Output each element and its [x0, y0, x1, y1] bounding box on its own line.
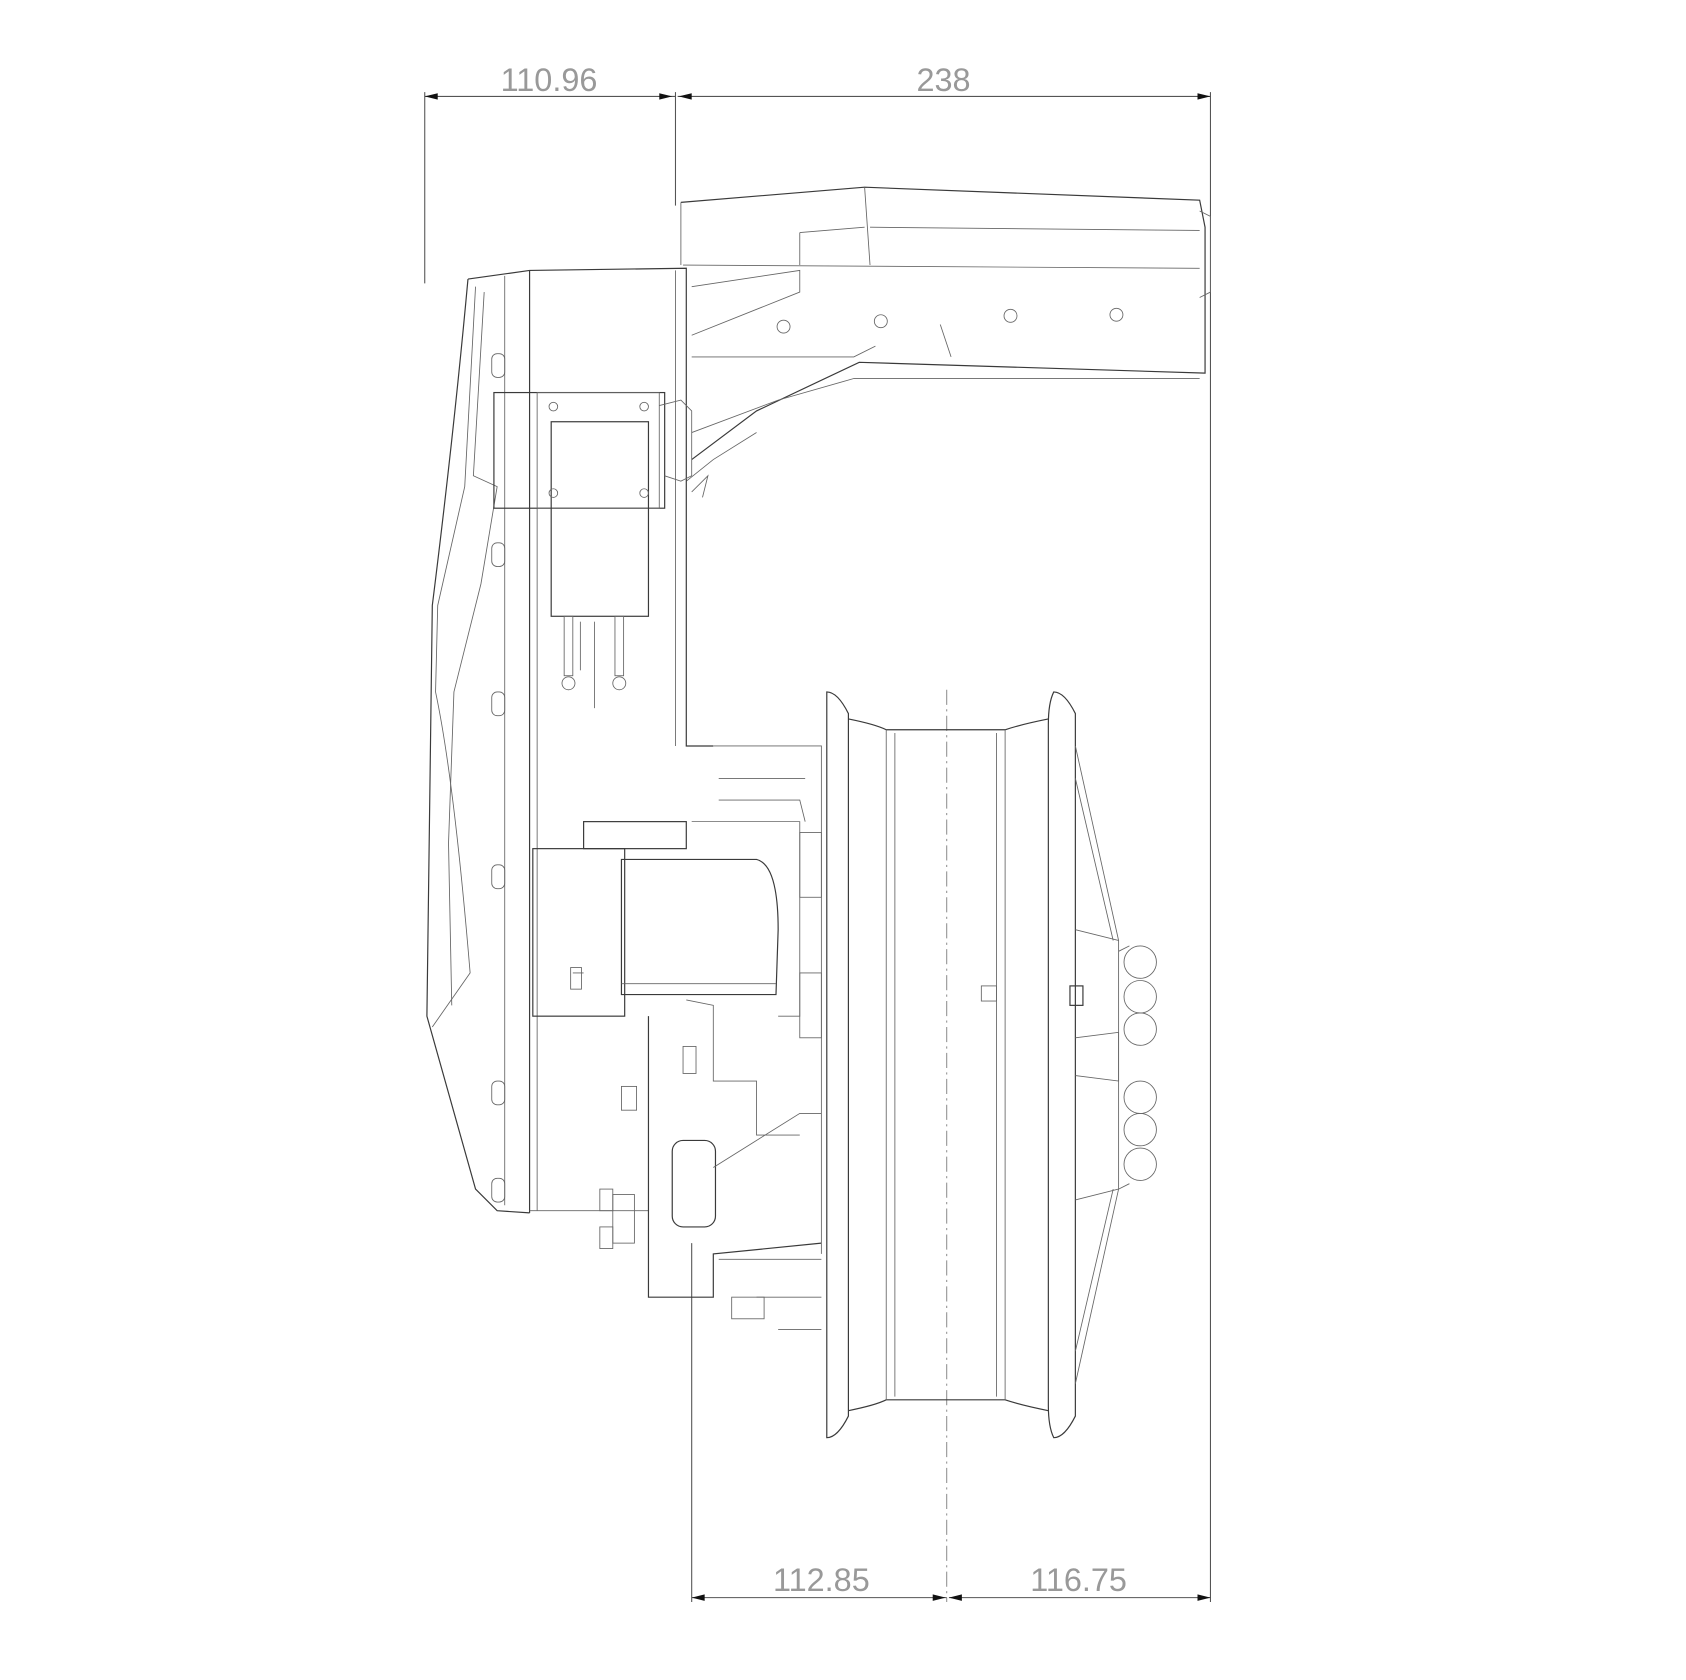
- gear-motor: [532, 821, 822, 1039]
- dimension-label: 112.85: [773, 1562, 870, 1598]
- wheel-rim: [826, 691, 1076, 1439]
- wheel-hub: [1069, 745, 1157, 1384]
- dimension-bottom-right: 116.75: [948, 1562, 1211, 1601]
- dimension-top-right: 238: [674, 62, 1212, 1602]
- lower-bracket: [599, 745, 822, 1331]
- dimension-top-left: 110.96: [424, 62, 676, 284]
- dimension-label: 238: [916, 62, 970, 98]
- dimension-label: 110.96: [501, 62, 598, 98]
- controller-box: [493, 391, 693, 709]
- dimension-label: 116.75: [1030, 1562, 1127, 1598]
- swing-arm: [680, 186, 1211, 498]
- dimension-bottom-left: 112.85: [691, 1243, 947, 1602]
- housing-bolts: [491, 353, 506, 1203]
- motor-housing: [426, 267, 714, 1214]
